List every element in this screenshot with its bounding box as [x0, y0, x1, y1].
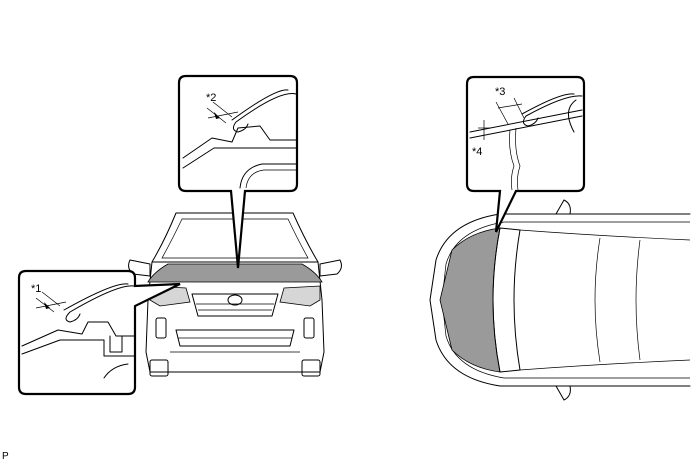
- car-top-view: [429, 199, 691, 401]
- callout-label-2: *2: [206, 92, 216, 104]
- callout-label-3: *3: [495, 86, 505, 98]
- car-front-view: [128, 212, 342, 377]
- figure-code: P: [2, 451, 9, 462]
- callout-box-2: *2: [177, 74, 299, 269]
- callout-label-4: *4: [472, 146, 482, 158]
- callout-label-1: *1: [31, 283, 41, 295]
- callout-box-3-4: *3 *4: [465, 75, 586, 233]
- callout-box-1: *1: [17, 269, 181, 396]
